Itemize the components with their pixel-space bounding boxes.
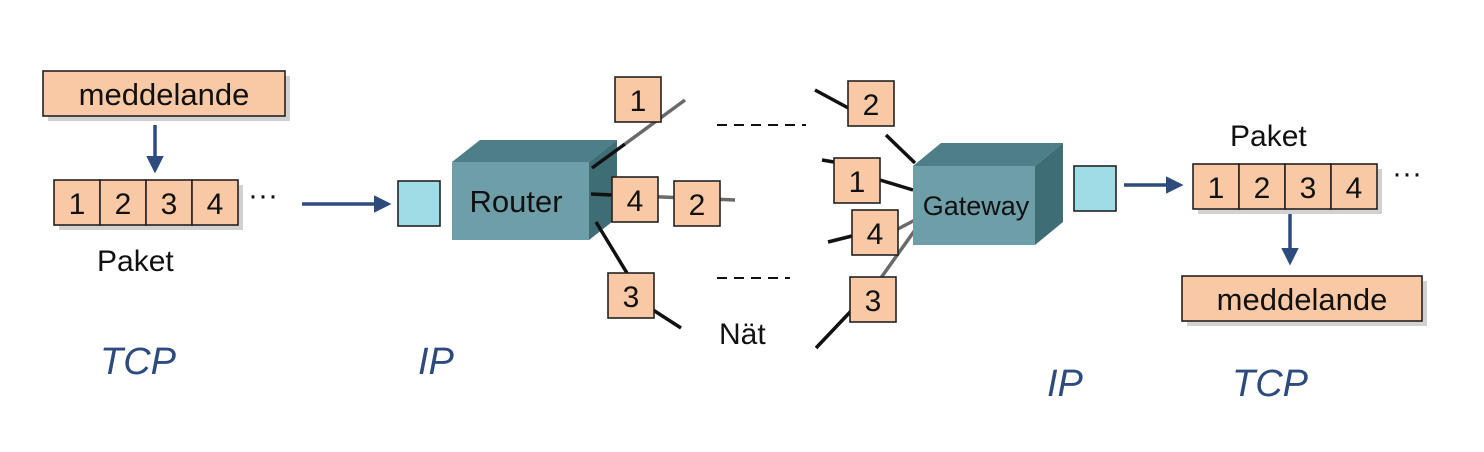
net-packet-label: 1: [849, 166, 866, 199]
net-packet-3-gateway-side: 3: [849, 276, 897, 323]
gateway-device: Gateway: [913, 143, 1063, 245]
net-packet-label: 1: [630, 85, 647, 118]
net-packet-1-gateway-side: 1: [833, 157, 881, 204]
net-packet-4-gateway-side: 4: [851, 209, 899, 256]
sender-packets-label: Paket: [97, 245, 174, 278]
ip-datagram-box-right: [1073, 165, 1117, 212]
receiver-packet-3: [1284, 163, 1332, 210]
receiver-packet-2: [1238, 163, 1286, 210]
net-packet-label: 4: [627, 185, 644, 218]
router-label: Router: [469, 184, 562, 219]
net-packet-3-router-side: 3: [607, 272, 655, 319]
sender-packet-row: 1 2 3 4: [53, 179, 243, 230]
receiver-ellipsis: ···: [1392, 157, 1422, 190]
net-packet-label: 3: [623, 281, 640, 314]
receiver-message-label: meddelande: [1217, 282, 1388, 317]
receiver-packet-3-label: 3: [1300, 172, 1317, 205]
gateway-link-mid1: [821, 158, 835, 164]
gateway-label: Gateway: [923, 191, 1030, 221]
net-packet-label: 4: [867, 218, 884, 251]
sender-packet-3-label: 3: [161, 188, 178, 221]
gateway-link-top: [814, 88, 853, 112]
net-packet-1-router-side: 1: [614, 76, 662, 123]
sender-packet-2-label: 2: [115, 188, 132, 221]
net-packet-2-gateway-side: 2: [847, 80, 895, 127]
router-device: Router: [452, 140, 617, 240]
network-label: Nät: [719, 318, 766, 351]
router-link-bottom: [594, 221, 632, 279]
sender-packet-3: [145, 179, 193, 226]
sender-packet-1: [53, 179, 101, 226]
gateway-link-mid2: [827, 234, 853, 244]
sender-layer-tcp: TCP: [100, 341, 177, 383]
receiver-packet-2-label: 2: [1254, 172, 1271, 205]
receiver-packet-row: 1 2 3 4: [1192, 163, 1382, 214]
ip-datagram-box-left: [397, 180, 441, 227]
gateway-link-bottom: [814, 308, 854, 350]
sender-message-box: meddelande: [42, 70, 290, 121]
net-packet-label: 3: [865, 285, 882, 318]
sender-packet-2: [99, 179, 147, 226]
net-packet-label: 2: [689, 189, 706, 222]
sender-packet-4: [191, 179, 239, 226]
receiver-packet-4: [1330, 163, 1378, 210]
sender-packet-1-label: 1: [69, 188, 86, 221]
router-link-top: [590, 142, 627, 170]
receiver-message-box: meddelande: [1181, 275, 1427, 326]
net-packet-label: 2: [863, 89, 880, 122]
receiver-layer-tcp: TCP: [1232, 363, 1309, 405]
receiver-layer-ip: IP: [1047, 363, 1084, 405]
router-link-middle: [590, 192, 613, 197]
receiver-packets-label: Paket: [1230, 120, 1307, 153]
receiver-packet-1-label: 1: [1208, 172, 1225, 205]
sender-layer-ip: IP: [418, 341, 455, 383]
sender-message-label: meddelande: [79, 77, 250, 112]
sender-packet-4-label: 4: [207, 188, 224, 221]
sender-ellipsis: ···: [248, 179, 278, 212]
net-packet-2-router-side: 2: [673, 180, 721, 227]
net-packet-4-router-side: 4: [611, 176, 659, 223]
receiver-packet-4-label: 4: [1346, 172, 1363, 205]
